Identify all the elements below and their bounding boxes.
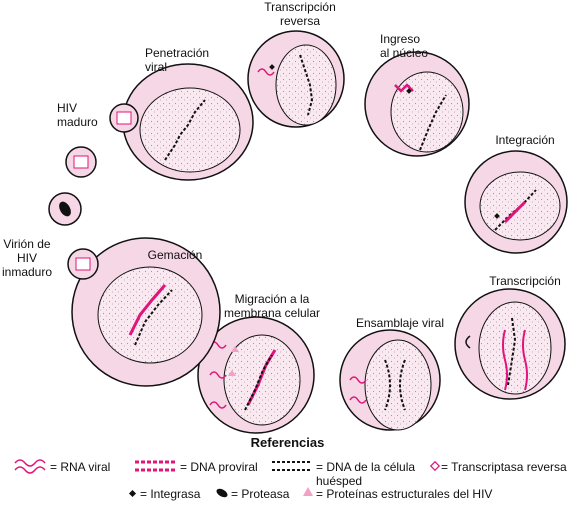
label-transcripcion: Transcripción <box>489 274 561 288</box>
cell-gemacion <box>67 237 221 387</box>
cell-ensamblaje <box>339 329 441 431</box>
legend-rna-viral-symbol <box>14 459 46 474</box>
cell-ingreso-nucleo <box>364 51 470 157</box>
label-penetracion-viral: Penetración viral <box>145 46 210 74</box>
label-transcripcion-reversa: Transcripción reversa <box>264 0 336 28</box>
legend-dna-host-symbol <box>272 461 312 471</box>
cell-penetracion <box>109 63 254 181</box>
virion-inmaduro <box>48 192 82 226</box>
cell-integracion <box>464 150 568 254</box>
label-migracion: Migración a la membrana celular <box>223 292 321 320</box>
legend-proteasa-symbol <box>216 488 228 498</box>
legend-dna-proviral: = DNA proviral <box>180 460 258 474</box>
legend-dna-host: = DNA de la célula huésped <box>316 460 416 488</box>
legend-proteinas: = Proteínas estructurales del HIV <box>316 487 493 501</box>
cell-transcripcion <box>454 288 566 400</box>
cell-transcripcion-reversa <box>247 30 345 128</box>
label-integracion: Integración <box>495 133 555 147</box>
legend-proteasa: = Proteasa <box>231 487 290 501</box>
label-virion-inmaduro: Virión de HIV inmaduro <box>1 237 53 279</box>
label-gemacion: Gemación <box>147 248 203 262</box>
legend-rna-viral: = RNA viral <box>50 460 111 474</box>
references-title: Referencias <box>250 435 325 450</box>
legend-rt-symbol <box>429 460 441 472</box>
virion-maduro-1 <box>65 146 97 178</box>
label-ingreso-nucleo: Ingreso al núcleo <box>380 32 429 60</box>
legend-integrasa-symbol <box>128 489 137 498</box>
cell-migracion <box>197 316 315 434</box>
label-ensamblaje: Ensamblaje viral <box>355 316 445 330</box>
legend-rt: = Transcriptasa reversa <box>441 460 567 474</box>
legend-dna-proviral-symbol <box>135 460 175 472</box>
label-hiv-maduro: HIV maduro <box>57 101 98 129</box>
legend-proteinas-symbol <box>303 487 313 496</box>
legend-integrasa: = Integrasa <box>140 487 201 501</box>
